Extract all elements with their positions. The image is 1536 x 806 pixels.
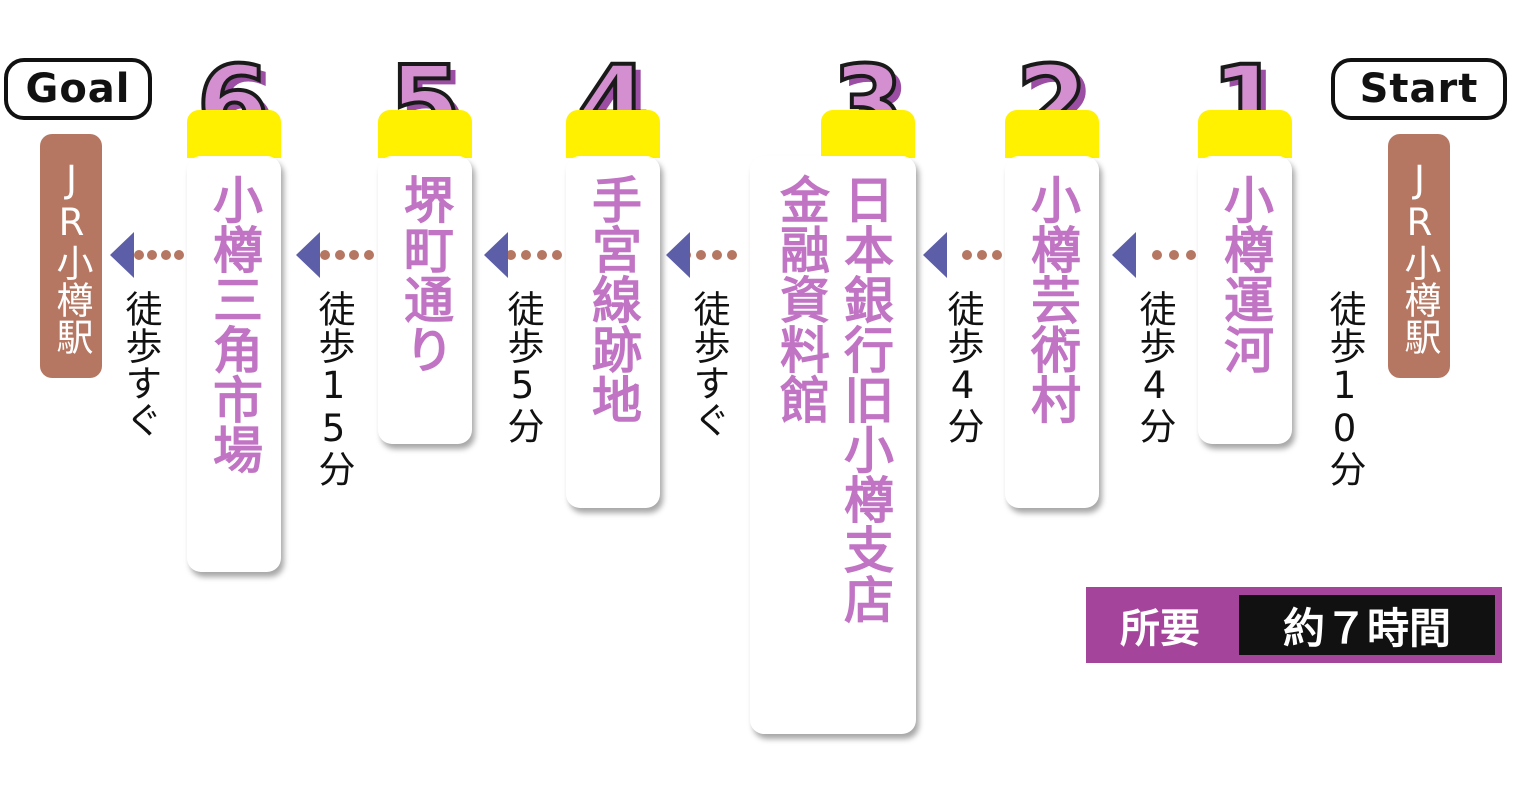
spot-5-card: 堺町通り xyxy=(378,156,472,444)
connector-dots-4-5 xyxy=(320,250,374,260)
walk-time-6-goal: 徒歩すぐ xyxy=(119,290,162,438)
station-goal: JR小樽駅 xyxy=(40,134,102,378)
arrow-left-icon xyxy=(110,232,134,278)
spot-4-card: 手宮線跡地 xyxy=(566,156,660,508)
walk-time-start-1: 徒歩10分 xyxy=(1323,290,1366,487)
spot-1-name: 小樽運河 xyxy=(1216,174,1274,374)
spot-1-card: 小樽運河 xyxy=(1198,156,1292,444)
walk-time-4-5: 徒歩5分 xyxy=(501,290,544,444)
spot-3-card: 日本銀行旧小樽支店 金融資料館 xyxy=(750,156,916,734)
spot-5-name: 堺町通り xyxy=(396,174,454,374)
spot-5-tab xyxy=(378,110,472,158)
arrow-left-icon xyxy=(1112,232,1136,278)
required-time-value: 約７時間 xyxy=(1239,595,1495,655)
arrow-left-icon xyxy=(923,232,947,278)
spot-3-name-line1: 日本銀行旧小樽支店 xyxy=(836,174,894,624)
spot-4-name: 手宮線跡地 xyxy=(584,174,642,424)
spot-3-tab xyxy=(821,110,915,158)
connector-dots-start-1 xyxy=(1152,250,1196,260)
spot-2-name: 小樽芸術村 xyxy=(1023,174,1081,424)
arrow-left-icon xyxy=(484,232,508,278)
connector-dots-1-2 xyxy=(962,250,1002,260)
spot-3-name-line2: 金融資料館 xyxy=(772,174,830,424)
walk-time-1-2: 徒歩4分 xyxy=(1133,290,1176,444)
arrow-left-icon xyxy=(666,232,690,278)
goal-label: Goal xyxy=(4,58,152,120)
required-time-label: 所要 xyxy=(1120,606,1200,652)
spot-4-tab xyxy=(566,110,660,158)
spot-2-tab xyxy=(1005,110,1099,158)
spot-2-card: 小樽芸術村 xyxy=(1005,156,1099,508)
required-time-box: 所要 約７時間 xyxy=(1086,587,1502,663)
spot-6-card: 小樽三角市場 xyxy=(187,156,281,572)
walk-time-3-4: 徒歩すぐ xyxy=(687,290,730,438)
station-start: JR小樽駅 xyxy=(1388,134,1450,378)
connector-dots-3-4 xyxy=(506,250,562,260)
spot-6-name: 小樽三角市場 xyxy=(205,174,263,474)
start-label: Start xyxy=(1331,58,1507,120)
walk-time-5-6: 徒歩15分 xyxy=(312,290,355,487)
arrow-left-icon xyxy=(296,232,320,278)
connector-dots-5-6 xyxy=(134,250,184,260)
spot-6-tab xyxy=(187,110,281,158)
walk-time-2-3: 徒歩4分 xyxy=(941,290,984,444)
spot-1-tab xyxy=(1198,110,1292,158)
